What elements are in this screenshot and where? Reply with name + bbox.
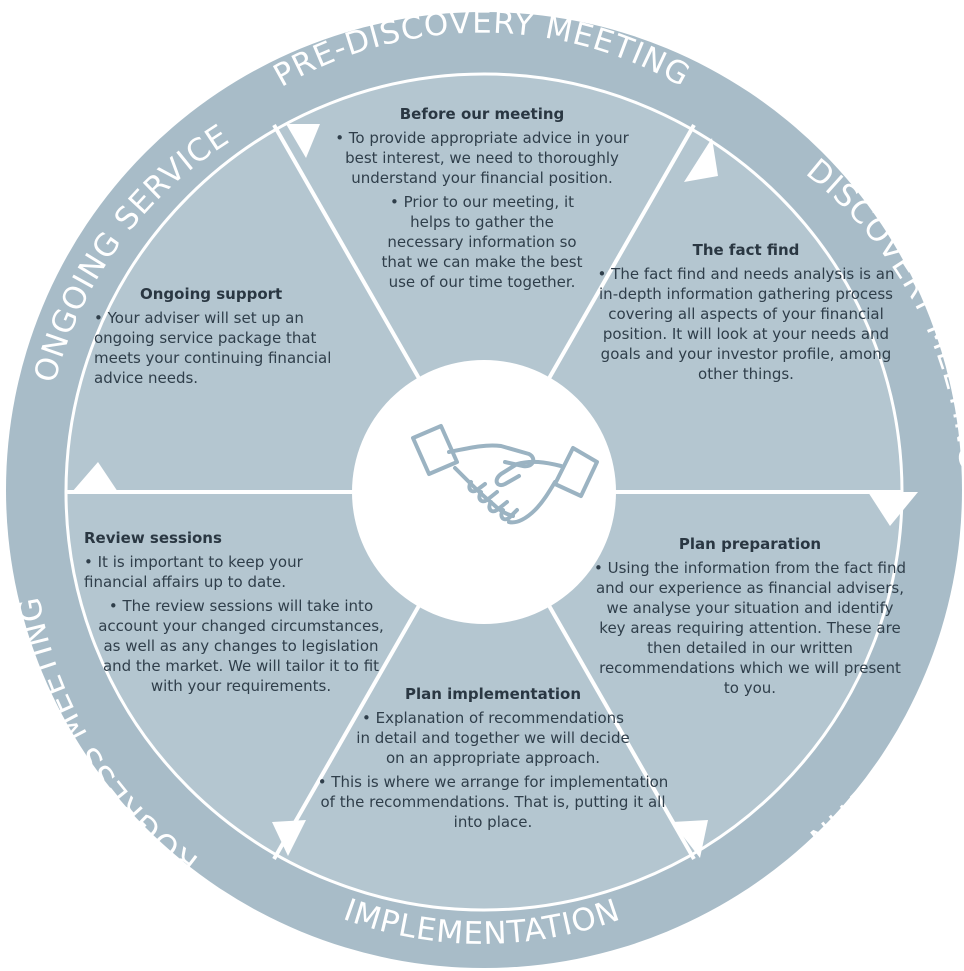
- handshake-icon: [411, 424, 599, 525]
- arrow-bottom-right: [672, 820, 708, 858]
- segment-plan-preparation: Plan preparation • Using the information…: [592, 534, 908, 702]
- segment-bullet: • Prior to our meeting, it helps to gath…: [381, 193, 583, 291]
- arrow-top-left: [286, 124, 320, 158]
- segment-bullet: • It is important to keep your financial…: [84, 553, 303, 591]
- segment-heading: Ongoing support: [140, 285, 283, 303]
- segment-bullet: • The review sessions will take into acc…: [98, 597, 384, 695]
- flow-arrows: [72, 124, 918, 858]
- arrow-left: [72, 462, 118, 492]
- segment-bullet: • Your adviser will set up an ongoing se…: [94, 309, 332, 387]
- segment-heading: Review sessions: [84, 529, 222, 547]
- arrow-bottom-left: [272, 820, 306, 856]
- segment-bullet: • Explanation of recommendations in deta…: [356, 709, 630, 767]
- arrow-right: [868, 492, 918, 526]
- segment-fact-find: The fact find • The fact find and needs …: [590, 240, 902, 388]
- segment-heading: Plan implementation: [404, 685, 582, 703]
- segment-bullet: • Using the information from the fact fi…: [593, 559, 906, 697]
- segment-heading: Before our meeting: [399, 105, 565, 123]
- segment-ongoing-support: Ongoing support • Your adviser will set …: [94, 284, 366, 392]
- segment-bullet: • This is where we arrange for implement…: [317, 773, 669, 831]
- center-circle: [352, 360, 616, 624]
- segment-bullet: • The fact find and needs analysis is an…: [597, 265, 895, 383]
- segment-heading: The fact find: [692, 241, 800, 259]
- arrow-top-right: [684, 138, 718, 182]
- segment-heading: Plan preparation: [678, 535, 822, 553]
- segment-plan-implementation: Plan implementation • Explanation of rec…: [310, 684, 676, 836]
- segment-review-sessions: Review sessions • It is important to kee…: [84, 528, 384, 700]
- segment-bullet: • To provide appropriate advice in your …: [335, 129, 629, 187]
- segment-before-meeting: Before our meeting • To provide appropri…: [322, 104, 642, 296]
